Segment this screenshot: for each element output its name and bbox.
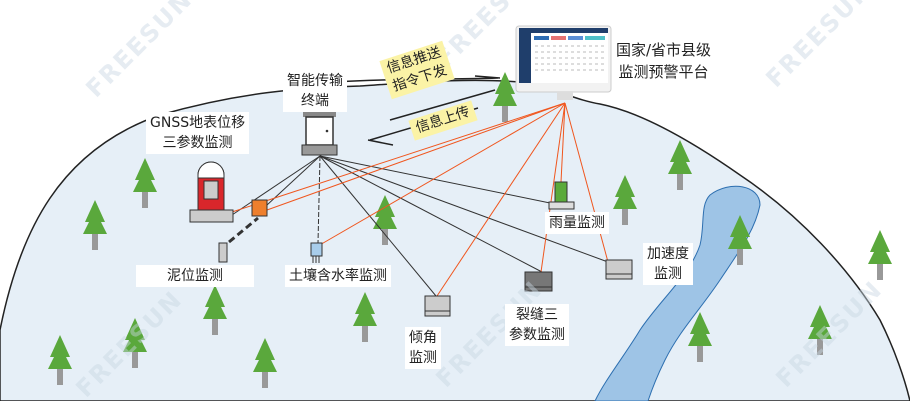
gnss-label-line2: 三参数监测: [162, 135, 233, 151]
tree-icon: [868, 230, 892, 280]
tree-icon: [808, 305, 832, 355]
gnss-label-line1: GNSS地表位移: [150, 115, 246, 131]
accel-label: 加速度 监测: [643, 243, 693, 285]
transmission-terminal-icon: [301, 112, 338, 156]
crack-label: 裂缝三 参数监测: [505, 304, 569, 346]
accelerometer-icon: [605, 259, 633, 280]
mud-label: 泥位监测: [136, 265, 254, 287]
tree-icon: [123, 318, 147, 368]
rain-gauge-icon: [548, 181, 575, 210]
tree-icon: [728, 215, 752, 265]
relay-node-icon: [251, 199, 268, 217]
platform-monitor-icon: [515, 25, 612, 100]
accel-label-line2: 监测: [654, 266, 682, 282]
platform-label-line1: 国家/省市县级: [616, 41, 712, 59]
soil-label: 土壤含水率监测: [285, 265, 391, 287]
crack-sensor-icon: [524, 271, 553, 292]
wireless-links: [231, 102, 609, 297]
tree-icon: [133, 158, 157, 208]
accel-label-line1: 加速度: [647, 246, 689, 262]
tree-icon: [353, 292, 377, 342]
tilt-sensor-icon: [424, 295, 451, 317]
tree-icon: [83, 200, 107, 250]
tilt-label: 倾角 监测: [405, 327, 441, 369]
platform-label-line2: 监测预警平台: [618, 63, 709, 81]
tree-icon: [48, 335, 72, 385]
tree-icon: [688, 312, 712, 362]
tilt-label-line1: 倾角: [409, 330, 437, 346]
tree-icon: [253, 338, 277, 388]
tree-icon: [668, 140, 692, 190]
crack-label-line1: 裂缝三: [516, 307, 558, 323]
platform-label: 国家/省市县级 监测预警平台: [612, 38, 715, 84]
crack-label-line2: 参数监测: [509, 327, 565, 343]
tree-icon: [613, 175, 637, 225]
tree-icon: [203, 285, 227, 335]
terminal-label-line2: 终端: [301, 93, 329, 109]
terminal-label-line1: 智能传输: [287, 73, 343, 89]
gnss-station-icon: [189, 161, 234, 223]
terminal-label: 智能传输 终端: [283, 70, 347, 112]
rain-label: 雨量监测: [545, 212, 609, 234]
mud-sensor-icon: [218, 242, 228, 263]
gnss-label: GNSS地表位移 三参数监测: [146, 112, 250, 154]
tree-icon: [493, 72, 517, 122]
soil-probe-icon: [310, 242, 323, 263]
tilt-label-line2: 监测: [409, 350, 437, 366]
